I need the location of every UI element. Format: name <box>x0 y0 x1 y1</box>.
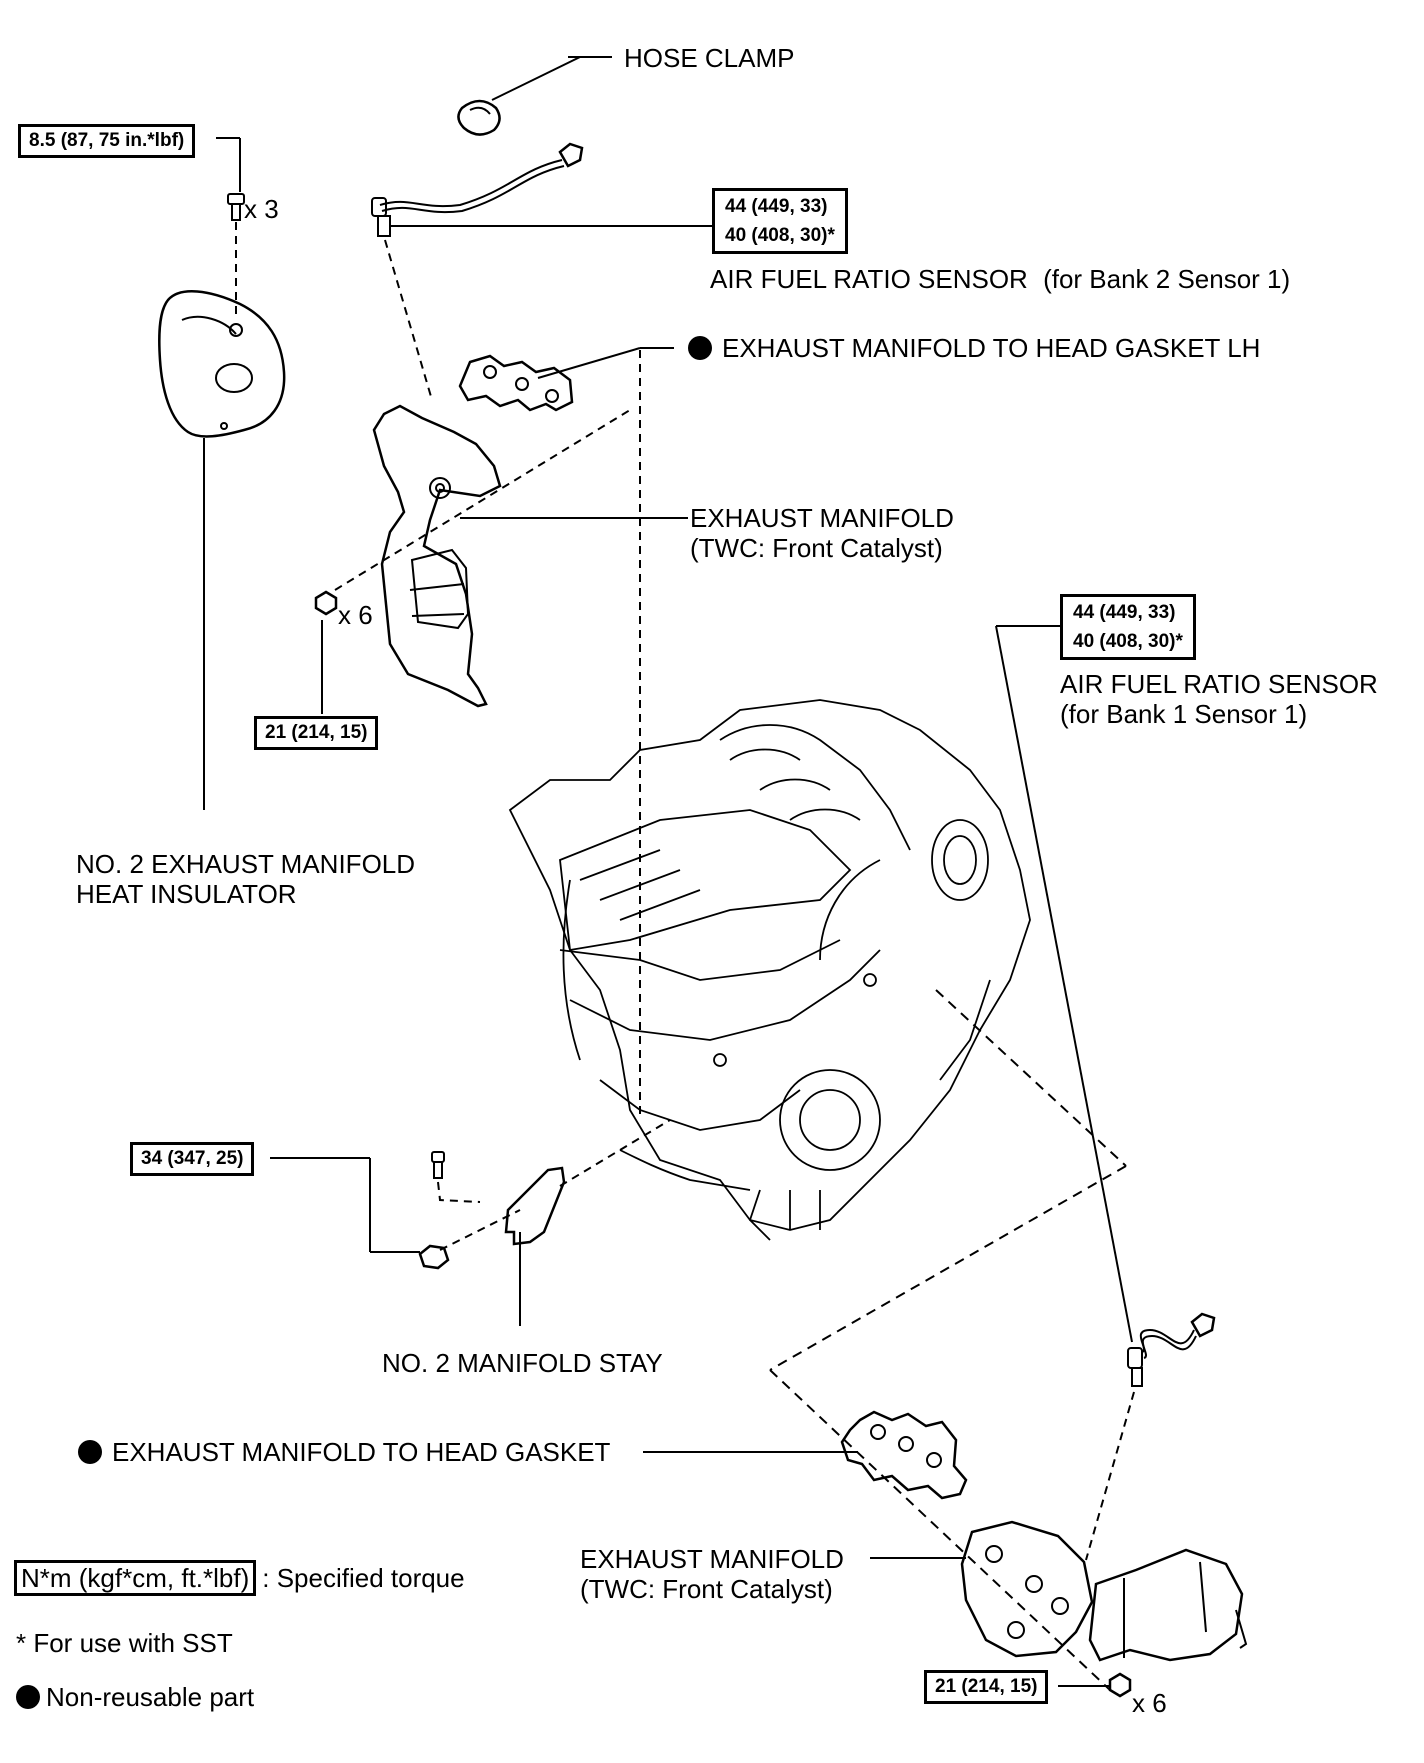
torque-af-bank2-line2: 40 (408, 30)* <box>725 225 835 246</box>
label-gasket-rh: EXHAUST MANIFOLD TO HEAD GASKET <box>78 1437 610 1467</box>
label-af-sensor-bank1-text: AIR FUEL RATIO SENSOR <box>1060 669 1378 699</box>
label-heat-insulator: NO. 2 EXHAUST MANIFOLD HEAT INSULATOR <box>76 849 415 909</box>
qty-lower-nuts: x 6 <box>1132 1688 1167 1718</box>
torque-upper-nut: 21 (214, 15) <box>254 716 379 750</box>
label-heat-insulator-1: NO. 2 EXHAUST MANIFOLD <box>76 849 416 879</box>
label-heat-insulator-2: HEAT INSULATOR <box>76 879 297 909</box>
label-manifold-stay: NO. 2 MANIFOLD STAY <box>382 1348 663 1378</box>
label-af-sensor-bank2-note: (for Bank 2 Sensor 1) <box>1043 264 1291 294</box>
exhaust-manifold-lower-part <box>870 1520 1248 1662</box>
legend-torque-desc: : Specified torque <box>262 1563 465 1593</box>
label-exhaust-manifold-upper-2: (TWC: Front Catalyst) <box>690 533 943 563</box>
legend-non-reusable-text: Non-reusable part <box>46 1682 255 1712</box>
torque-af-bank1-line1: 44 (449, 33) <box>1073 602 1176 623</box>
legend-torque-unit: N*m (kgf*cm, ft.*lbf) <box>14 1560 257 1596</box>
label-gasket-lh-text: EXHAUST MANIFOLD TO HEAD GASKET LH <box>722 333 1261 363</box>
torque-stay: 34 (347, 25) <box>130 1142 255 1176</box>
label-af-sensor-bank2-text: AIR FUEL RATIO SENSOR <box>710 264 1028 294</box>
af-sensor-bank1-part <box>995 625 1216 1561</box>
label-exhaust-manifold-lower-1: EXHAUST MANIFOLD <box>580 1544 844 1574</box>
qty-upper-nuts: x 6 <box>338 600 373 630</box>
label-exhaust-manifold-upper-1: EXHAUST MANIFOLD <box>690 503 954 533</box>
qty-insulator-bolts: x 3 <box>244 194 279 224</box>
non-reusable-dot-icon <box>16 1685 40 1709</box>
lower-assembly-guide <box>769 989 1127 1691</box>
manifold-stay-part <box>270 1119 671 1326</box>
exhaust-manifold-upper-part <box>334 404 688 708</box>
label-hose-clamp: HOSE CLAMP <box>624 43 795 73</box>
hose-clamp-part <box>457 56 612 136</box>
label-af-sensor-bank2: AIR FUEL RATIO SENSOR (for Bank 2 Sensor… <box>710 264 1290 294</box>
non-reusable-dot-icon <box>688 336 712 360</box>
insulator-bolt-part <box>216 137 245 320</box>
torque-lower-nut: 21 (214, 15) <box>924 1670 1049 1704</box>
non-reusable-dot-icon <box>78 1440 102 1464</box>
lower-nut-part <box>1058 1672 1132 1698</box>
legend-sst-note: * For use with SST <box>16 1628 233 1658</box>
gasket-lh-part <box>458 347 674 412</box>
af-sensor-bank2-part <box>371 142 712 401</box>
label-af-sensor-bank1: AIR FUEL RATIO SENSOR (for Bank 1 Sensor… <box>1060 669 1378 729</box>
gasket-rh-part <box>643 1410 968 1500</box>
legend-non-reusable: Non-reusable part <box>16 1682 254 1712</box>
torque-insulator-bolt: 8.5 (87, 75 in.*lbf) <box>18 124 196 158</box>
torque-af-bank2-line1: 44 (449, 33) <box>725 196 828 217</box>
engine-block-illustration <box>508 699 1031 1241</box>
heat-insulator-part <box>158 290 286 810</box>
label-af-sensor-bank1-note: (for Bank 1 Sensor 1) <box>1060 699 1308 729</box>
torque-af-bank1: 44 (449, 33) 40 (408, 30)* <box>1060 594 1196 660</box>
upper-nut-part <box>314 590 338 714</box>
torque-af-bank2: 44 (449, 33) 40 (408, 30)* <box>712 188 848 254</box>
label-gasket-rh-text: EXHAUST MANIFOLD TO HEAD GASKET <box>112 1437 611 1467</box>
legend-torque: N*m (kgf*cm, ft.*lbf): Specified torque <box>14 1560 465 1596</box>
label-exhaust-manifold-lower-2: (TWC: Front Catalyst) <box>580 1574 833 1604</box>
label-exhaust-manifold-upper: EXHAUST MANIFOLD (TWC: Front Catalyst) <box>690 503 954 563</box>
label-gasket-lh: EXHAUST MANIFOLD TO HEAD GASKET LH <box>688 333 1260 363</box>
torque-af-bank1-line2: 40 (408, 30)* <box>1073 631 1183 652</box>
label-exhaust-manifold-lower: EXHAUST MANIFOLD (TWC: Front Catalyst) <box>580 1544 844 1604</box>
